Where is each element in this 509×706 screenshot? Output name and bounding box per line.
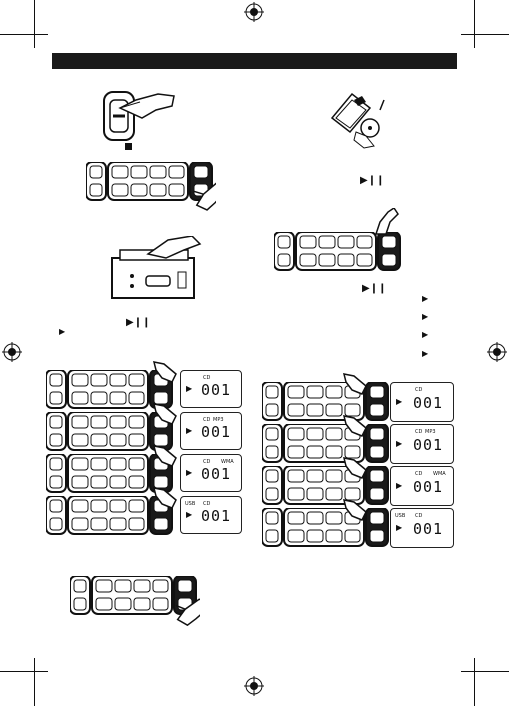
crop-mark [474,658,475,706]
crop-mark [474,0,475,48]
crop-mark [0,34,48,35]
lcd-display: ▶ CD MP3 001 [390,424,454,464]
lcd-display: ▶ CD MP3 001 [180,412,242,450]
section-header-bar [52,53,457,69]
keypad-illustration [261,381,392,427]
keypad-illustration [261,423,392,469]
registration-mark-icon [487,342,507,362]
play-triangle-icon: ▶ [422,294,429,303]
play-pause-icon: ▶❙❙ [362,283,387,294]
pointing-hand-icon [372,206,402,241]
pointing-hand-icon [342,456,370,485]
display-format: WMA [433,471,446,477]
crop-mark [461,671,509,672]
crop-mark [34,0,35,48]
crop-mark [461,34,509,35]
pointing-hand-icon [342,414,370,443]
lcd-display: USB ▶ CD 001 [390,508,454,548]
lcd-display: ▶ CD 001 [180,370,242,408]
display-format: MP3 [213,417,224,423]
play-triangle-icon: ▶ [422,330,429,339]
pointing-hand-icon [342,372,370,401]
lcd-display: ▶ CD WMA 001 [180,454,242,492]
play-triangle-icon: ▶ [396,481,403,490]
play-triangle-icon: ▶ [396,439,403,448]
section-title [52,58,58,69]
keypad-illustration [69,575,214,631]
pointing-hand-icon [152,360,180,389]
display-source: CD [415,471,423,477]
play-triangle-icon: ▶ [396,397,403,406]
play-triangle-icon: ▶ [186,468,193,477]
display-prefix: USB [395,513,406,519]
stop-square-icon [125,143,132,150]
display-digits: 001 [413,520,444,538]
play-triangle-icon: ▶ [186,426,193,435]
crop-mark [34,658,35,706]
pointing-hand-icon [342,498,370,527]
registration-mark-icon [2,342,22,362]
display-digits: 001 [413,394,444,412]
display-format: MP3 [425,429,436,435]
display-digits: 001 [413,478,444,496]
display-source: CD [203,459,211,465]
display-digits: 001 [201,423,232,441]
registration-mark-icon [244,676,264,696]
display-source: CD [203,501,211,507]
lcd-display: USB ▶ CD 001 [180,496,242,534]
display-digits: 001 [201,507,232,525]
cd-load-illustration [326,88,388,155]
registration-mark-icon [244,2,264,22]
keypad-illustration [85,161,233,217]
display-digits: 001 [201,465,232,483]
pointing-hand-icon [152,444,180,473]
pointing-hand-icon [152,402,180,431]
keypad-illustration [261,507,392,553]
play-triangle-icon: ▶ [186,510,193,519]
display-source: CD [203,375,211,381]
lcd-display: ▶ CD 001 [390,382,454,422]
pointing-hand-icon [152,486,180,515]
display-format: WMA [221,459,234,465]
play-triangle-icon: ▶ [422,312,429,321]
play-triangle-icon: ▶ [422,349,429,358]
play-pause-icon: ▶❙❙ [360,175,385,186]
stop-button-illustration [100,88,180,149]
device-top-illustration [108,235,206,305]
display-digits: 001 [413,436,444,454]
display-source: CD [415,513,423,519]
lcd-display: ▶ CD WMA 001 [390,466,454,506]
crop-mark [0,671,48,672]
display-source: CD [203,417,211,423]
play-triangle-icon: ▶ [186,384,193,393]
display-digits: 001 [201,381,232,399]
keypad-illustration [261,465,392,511]
play-triangle-icon: ▶ [396,523,403,532]
display-prefix: USB [185,501,196,507]
play-triangle-icon: ▶ [59,327,66,336]
display-source: CD [415,429,423,435]
display-source: CD [415,387,423,393]
play-pause-icon: ▶❙❙ [126,317,151,328]
